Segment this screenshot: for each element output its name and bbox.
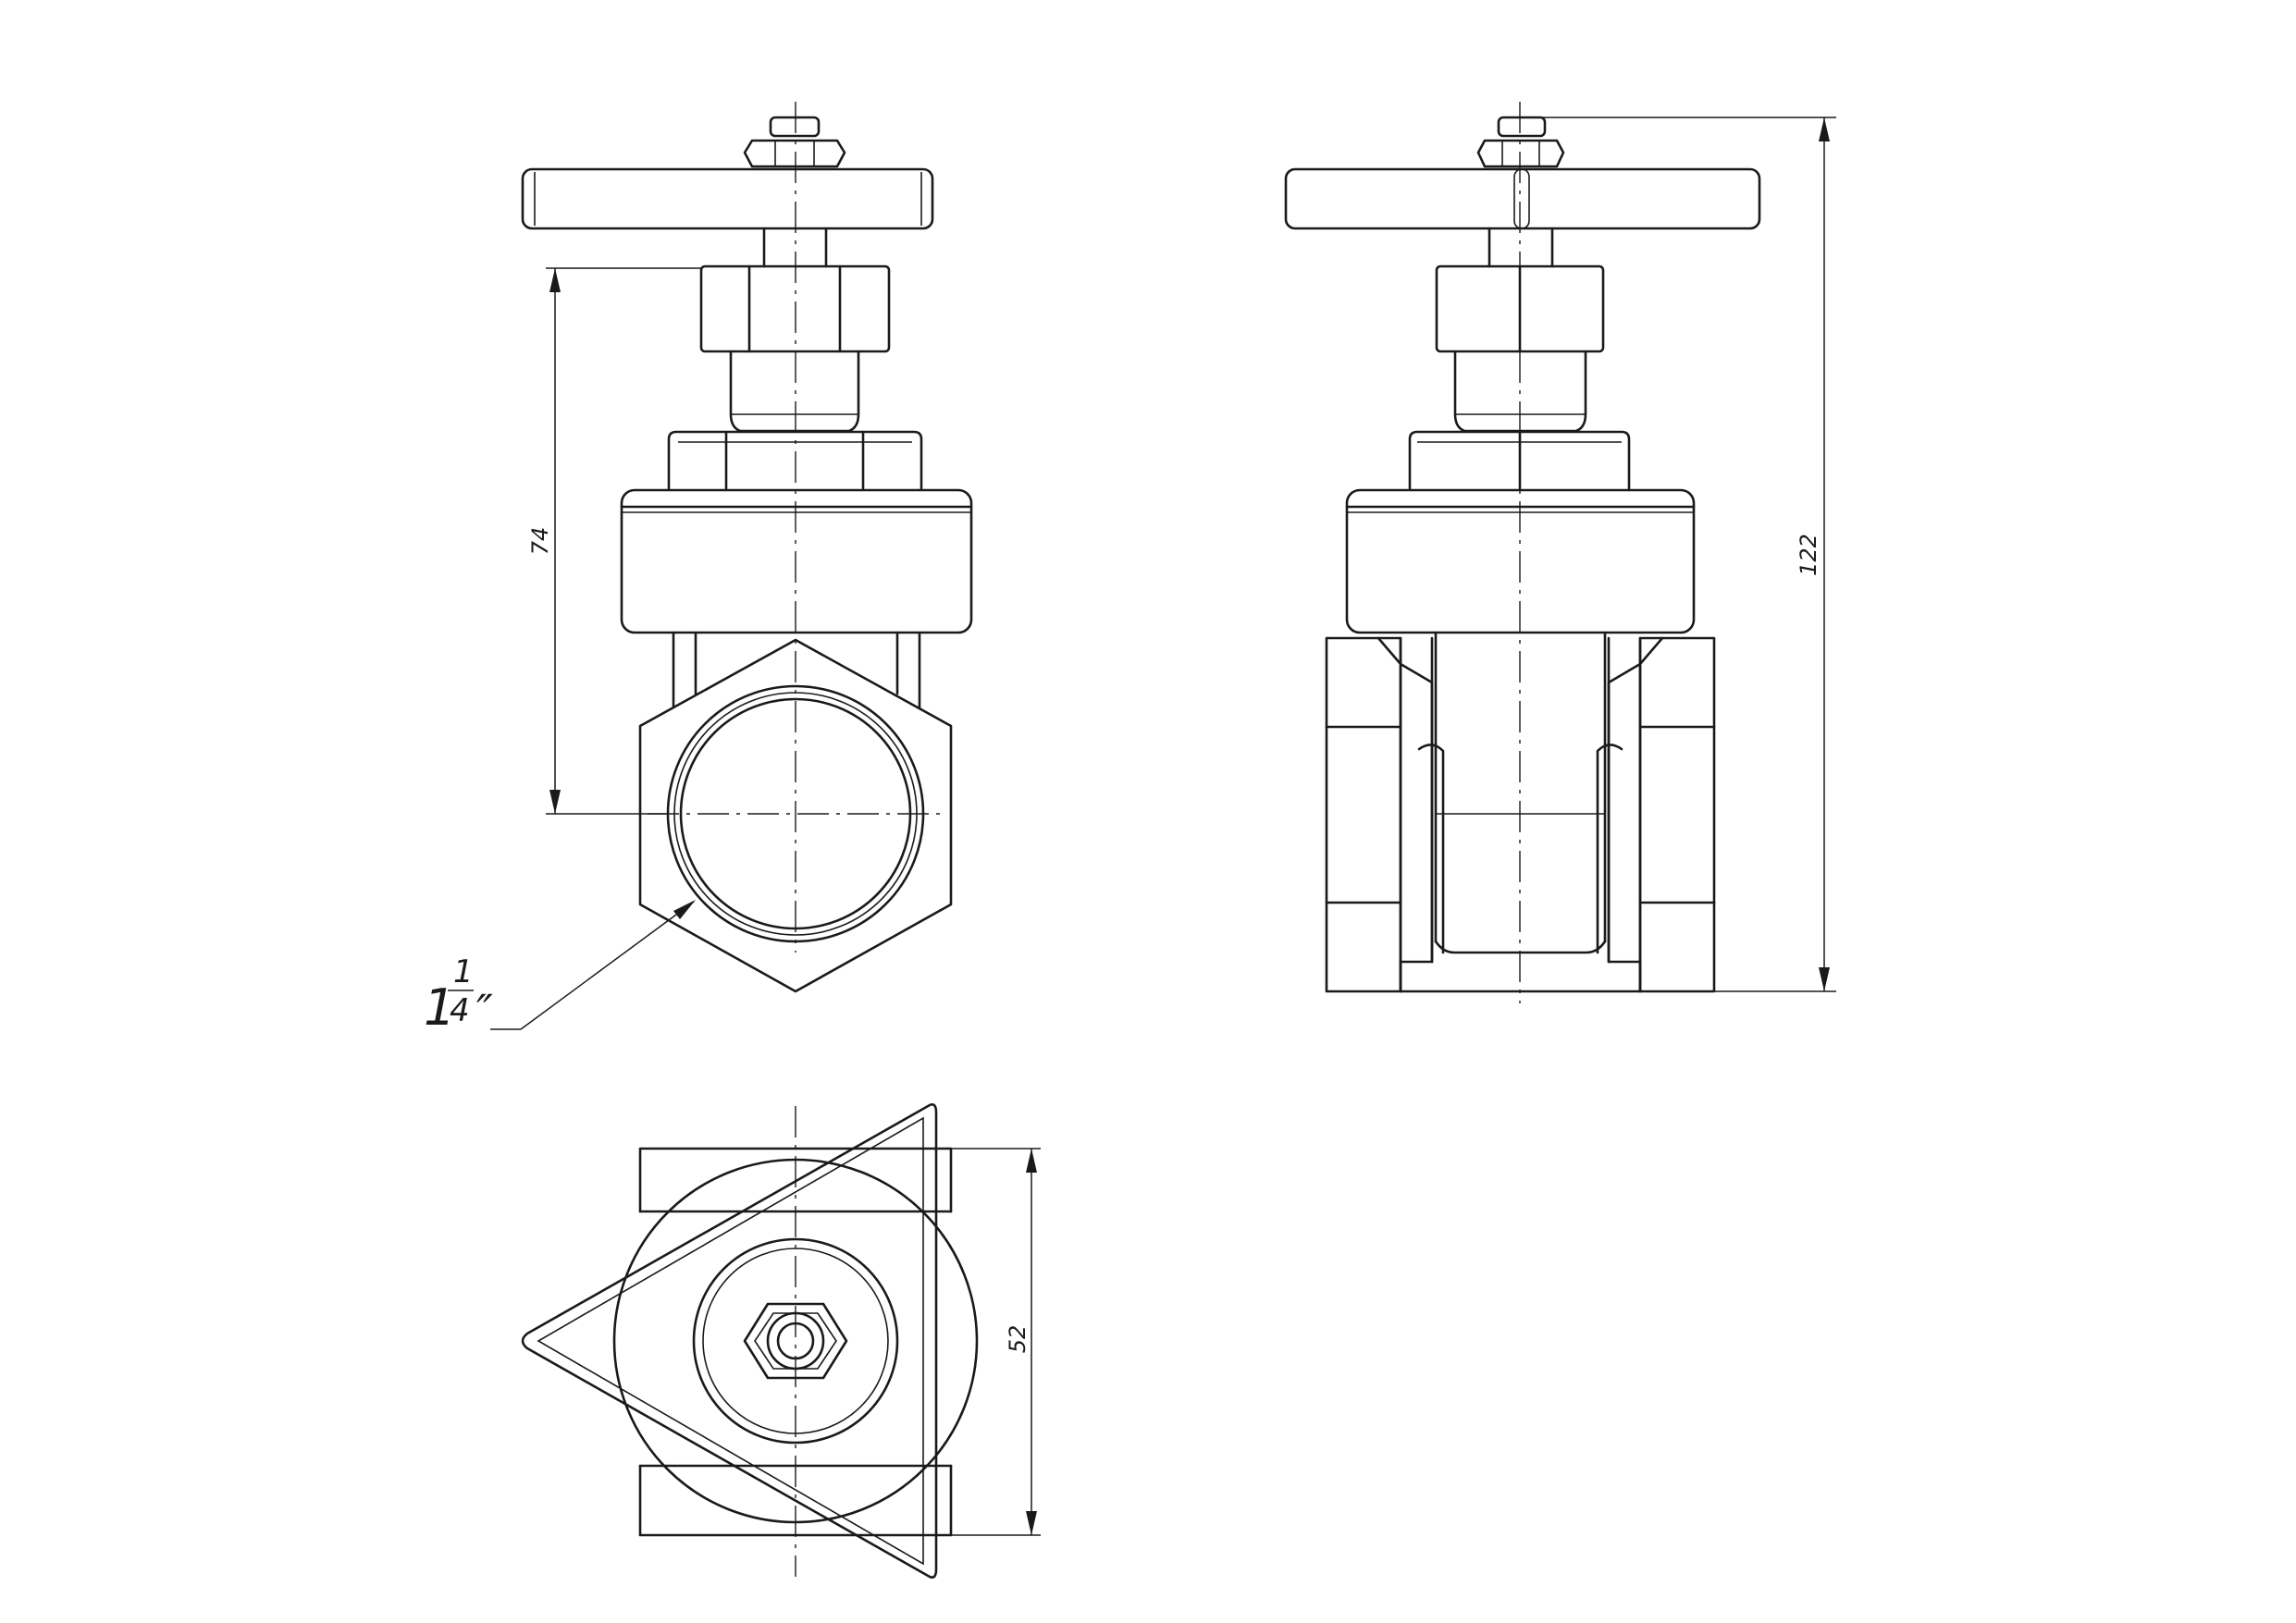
side-view — [1284, 102, 1761, 1003]
thread-inch-mark: ″ — [476, 986, 493, 1038]
front-stem — [762, 227, 828, 268]
front-handwheel — [521, 167, 934, 230]
dimension-74: 74 — [527, 267, 701, 815]
top-hex-nut — [743, 1302, 848, 1380]
dimension-52: 52 — [936, 1148, 1041, 1536]
front-hex-body — [638, 638, 953, 993]
top-view — [521, 1103, 979, 1579]
dimension-52-label: 52 — [1005, 1325, 1031, 1354]
thread-size-denominator: 4 — [450, 992, 470, 1029]
top-bonnet-circle-outer — [692, 1237, 899, 1445]
front-neck — [729, 350, 860, 433]
thread-size-numerator: 1 — [453, 953, 474, 990]
dimension-122-label: 122 — [1796, 534, 1821, 576]
front-stem-nut — [743, 116, 846, 168]
top-handwheel-triangle — [521, 1103, 938, 1579]
side-handwheel — [1284, 167, 1761, 230]
dimension-122: 122 — [1536, 117, 1836, 992]
front-body-collar — [620, 488, 973, 634]
dimension-74-label: 74 — [527, 527, 553, 556]
thread-callout: 1 1 4 ″ — [424, 900, 696, 1038]
side-stem-nut — [1476, 116, 1565, 168]
front-view — [521, 102, 973, 993]
thread-size-whole: 1 — [424, 978, 455, 1037]
front-side-ribs — [672, 631, 921, 709]
side-stem — [1487, 227, 1554, 268]
